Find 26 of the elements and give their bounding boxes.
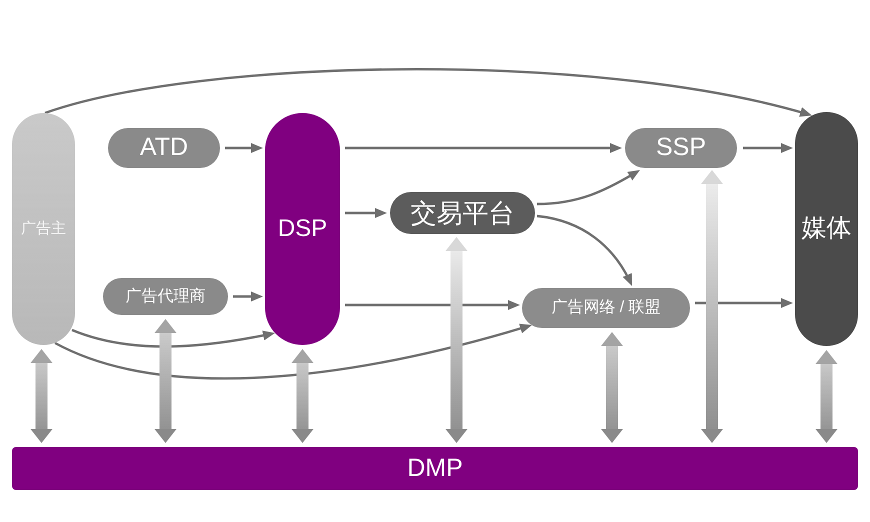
tall-rounded-box: 媒体 [795, 112, 858, 346]
double-block-arrow [292, 349, 314, 443]
curved-arrow [54, 324, 532, 380]
rounded-box: ATD [108, 128, 220, 168]
tall-rounded-box: DSP [265, 113, 340, 345]
curved-arrow [536, 168, 641, 206]
double-block-arrow [30, 349, 52, 443]
arrow [695, 298, 793, 308]
arrow [743, 143, 793, 153]
rounded-box: 交易平台 [390, 192, 535, 234]
arrow [345, 300, 520, 310]
curved-arrow [536, 214, 634, 286]
rounded-box: 广告代理商 [103, 278, 228, 315]
rounded-box: SSP [625, 128, 737, 168]
rounded-box: 广告网络 / 联盟 [522, 288, 690, 328]
double-block-arrow [446, 237, 468, 443]
curved-arrow [44, 68, 812, 118]
arrow [233, 292, 263, 302]
double-block-arrow [601, 332, 623, 443]
arrow [225, 143, 263, 153]
arrow [345, 143, 622, 153]
arrow [345, 208, 387, 218]
double-block-arrow [701, 170, 723, 443]
double-block-arrow [154, 319, 176, 443]
double-block-arrow [816, 350, 838, 443]
banner-bar: DMP [12, 447, 858, 490]
